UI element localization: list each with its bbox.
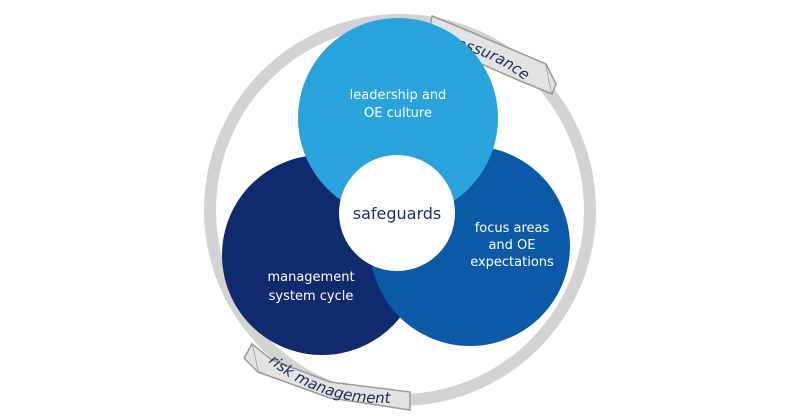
management-label-line1: management xyxy=(267,270,354,285)
leadership-label-line1: leadership and xyxy=(350,88,447,103)
focus-label-line3: expectations xyxy=(470,255,554,270)
center-label: safeguards xyxy=(353,204,442,223)
management-label-line2: system cycle xyxy=(269,289,354,304)
focus-label-line2: and OE xyxy=(488,238,535,253)
leadership-circle xyxy=(298,18,498,218)
focus-label-line1: focus areas xyxy=(475,221,550,236)
center-circle xyxy=(339,155,455,271)
leadership-label-line2: OE culture xyxy=(364,106,432,121)
